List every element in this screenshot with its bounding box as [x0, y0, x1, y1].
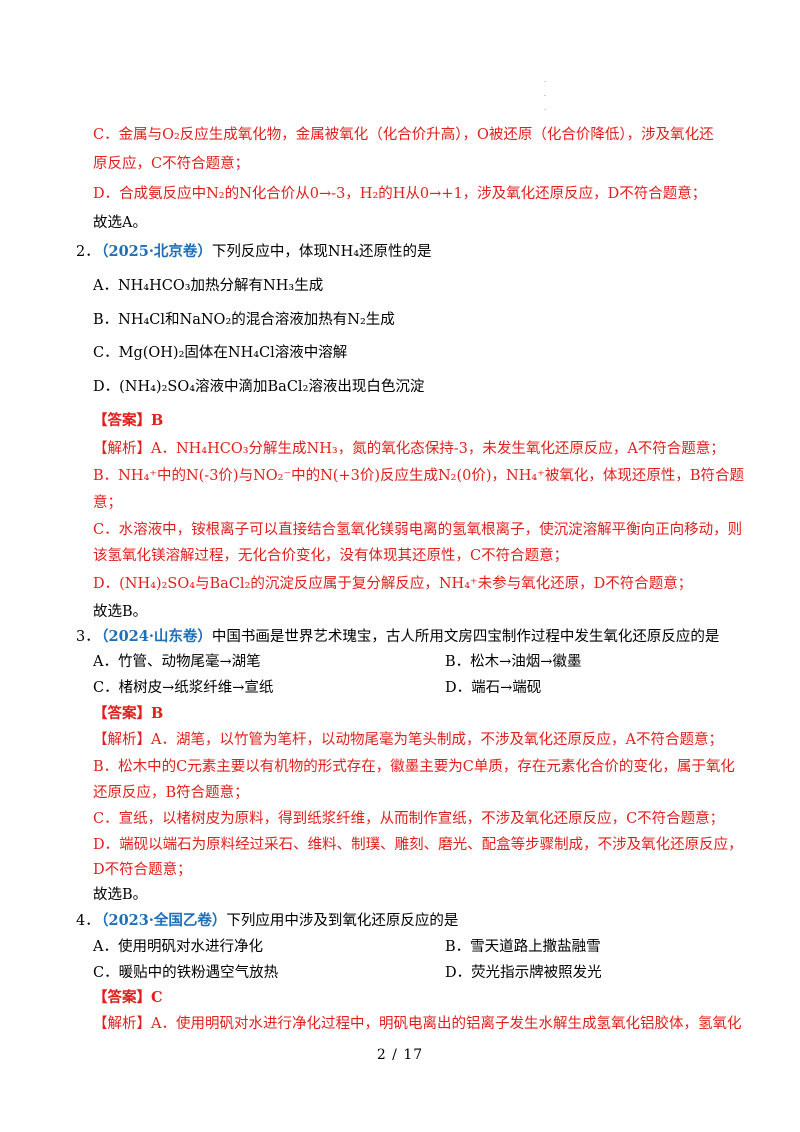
question-3-stem: 3．（2024·山东卷）中国书画是世界艺术瑰宝，古人所用文房四宝制作过程中发生氧… [76, 626, 740, 648]
question-source: （2025·北京卷） [94, 243, 212, 260]
analysis-line: C．金属与O₂反应生成氧化物，金属被氧化（化合价升高），O被还原（化合价降低），… [93, 127, 714, 143]
question-text: 中国书画是世界艺术瑰宝，古人所用文房四宝制作过程中发生氧化还原反应的是 [211, 629, 720, 645]
analysis-line: 意； [93, 495, 122, 511]
analysis-line: 还原反应，B符合题意； [93, 785, 249, 801]
option-a: A．竹管、动物尾毫→湖笔 [93, 654, 261, 670]
question-text: 下列应用中涉及到氧化还原反应的是 [226, 913, 459, 929]
option-d: D．端石→端砚 [445, 680, 542, 696]
analysis-line: 【解析】A．使用明矾对水进行净化过程中，明矾电离出的铝离子发生水解生成氢氧化铝胶… [93, 1016, 742, 1032]
question-number: 4． [76, 913, 100, 929]
analysis-line: D．端砚以端石为原料经过采石、维料、制璞、雕刻、磨光、配盒等步骤制成，不涉及氧化… [93, 837, 743, 853]
question-2-stem: 2．（2025·北京卷）下列反应中，体现NH₄还原性的是 [76, 241, 740, 263]
option-c: C．暖贴中的铁粉遇空气放热 [93, 965, 279, 981]
question-4-stem: 4．（2023·全国乙卷）下列应用中涉及到氧化还原反应的是 [76, 910, 740, 932]
question-source: （2024·山东卷） [94, 628, 212, 645]
answer-label: 【答案】C [93, 989, 163, 1006]
question-source: （2023·全国乙卷） [94, 912, 227, 929]
analysis-line: C．宣纸，以楮树皮为原料，得到纸浆纤维，从而制作宣纸，不涉及氧化还原反应，C不符… [93, 811, 725, 827]
analysis-line: 该氢氧化镁溶解过程，无化合价变化，没有体现其还原性，C不符合题意； [93, 548, 569, 564]
answer-label: 【答案】B [93, 705, 164, 722]
option-a: A．使用明矾对水进行净化 [93, 939, 263, 955]
analysis-line: D．(NH₄)₂SO₄与BaCl₂的沉淀反应属于复分解反应，NH₄⁺未参与氧化还… [93, 576, 693, 592]
conclusion-line: 故选A。 [93, 215, 147, 231]
option-b: B．NH₄Cl和NaNO₂的混合溶液加热有N₂生成 [93, 312, 395, 328]
conclusion-line: 故选B。 [93, 604, 148, 620]
option-a: A．NH₄HCO₃加热分解有NH₃生成 [93, 278, 324, 294]
analysis-line: B．松木中的C元素主要以有机物的形式存在，徽墨主要为C单质，存在元素化合价的变化… [93, 759, 735, 775]
option-row: C．楮树皮→纸浆纤维→宣纸 D．端石→端砚 [93, 677, 740, 699]
question-number: 2． [76, 244, 100, 260]
analysis-line: 【解析】A．湖笔，以竹管为笔杆，以动物尾毫为笔头制成，不涉及氧化还原反应，A不符… [93, 732, 723, 748]
option-d: D．荧光指示牌被照发光 [445, 965, 602, 981]
option-b: B．雪天道路上撒盐融雪 [445, 939, 601, 955]
question-text: 下列反应中，体现NH₄还原性的是 [211, 244, 432, 260]
option-row: A．使用明矾对水进行净化 B．雪天道路上撒盐融雪 [93, 936, 740, 958]
option-row: C．暖贴中的铁粉遇空气放热 D．荧光指示牌被照发光 [93, 962, 740, 984]
option-b: B．松木→油烟→徽墨 [445, 654, 582, 670]
conclusion-line: 故选B。 [93, 887, 148, 903]
analysis-line: C．水溶液中，铵根离子可以直接结合氢氧化镁弱电离的氢氧根离子，使沉淀溶解平衡向正… [93, 522, 743, 538]
option-row: A．竹管、动物尾毫→湖笔 B．松木→油烟→徽墨 [93, 651, 740, 673]
option-c: C．Mg(OH)₂固体在NH₄Cl溶液中溶解 [93, 345, 348, 361]
analysis-line: D．合成氨反应中N₂的N化合价从0→-3，H₂的H从0→+1，涉及氧化还原反应，… [93, 186, 707, 202]
answer-label: 【答案】B [93, 412, 164, 429]
analysis-line: D不符合题意； [93, 862, 192, 878]
question-number: 3． [76, 629, 100, 645]
decorative-dots: ··· [544, 79, 546, 114]
option-d: D．(NH₄)₂SO₄溶液中滴加BaCl₂溶液出现白色沉淀 [93, 379, 425, 395]
page-number: 2 / 17 [376, 1047, 424, 1063]
analysis-line: 【解析】A．NH₄HCO₃分解生成NH₃，氮的氧化态保持-3，未发生氧化还原反应… [93, 441, 725, 457]
analysis-line: B．NH₄⁺中的N(-3价)与NO₂⁻中的N(+3价)反应生成N₂(0价)，NH… [93, 468, 744, 484]
option-c: C．楮树皮→纸浆纤维→宣纸 [93, 680, 274, 696]
analysis-line: 原反应，C不符合题意； [93, 156, 250, 172]
